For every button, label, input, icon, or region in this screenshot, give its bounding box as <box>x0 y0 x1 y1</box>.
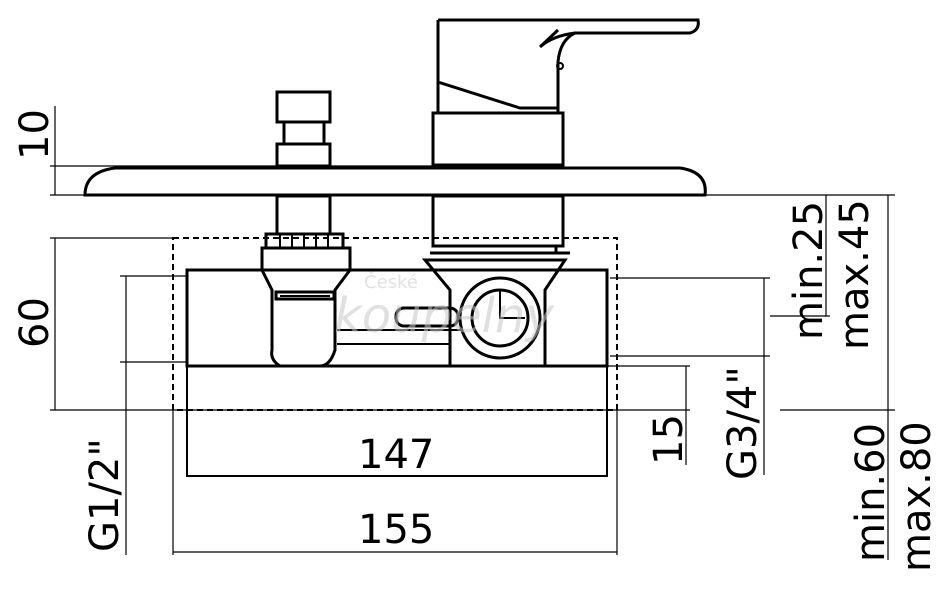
cartridge-body <box>430 111 570 255</box>
mixer-handle <box>436 18 700 113</box>
dim-min60-label: min.60 <box>848 423 894 562</box>
diverter-knob <box>264 90 345 250</box>
mixer-body <box>185 246 609 477</box>
dim-155-label: 155 <box>358 507 434 553</box>
dim-g34-label: G3/4" <box>720 366 766 480</box>
dim-147-label: 147 <box>358 432 434 478</box>
dim-min25-label: min.25 <box>786 201 832 340</box>
dim-15-label: 15 <box>646 414 692 465</box>
dimension-lines <box>50 106 895 560</box>
dim-max45-label: max.45 <box>832 199 878 350</box>
dim-60-label: 60 <box>12 297 58 348</box>
installation-box <box>172 237 618 411</box>
dim-10-label: 10 <box>12 109 58 160</box>
watermark: České koupelny <box>334 271 554 344</box>
escutcheon-plate <box>83 166 707 197</box>
watermark-line2: koupelny <box>334 288 554 344</box>
dim-g12-label: G1/2" <box>82 438 128 552</box>
watermark-line1: České <box>364 271 418 293</box>
dim-max80-label: max.80 <box>894 421 940 572</box>
